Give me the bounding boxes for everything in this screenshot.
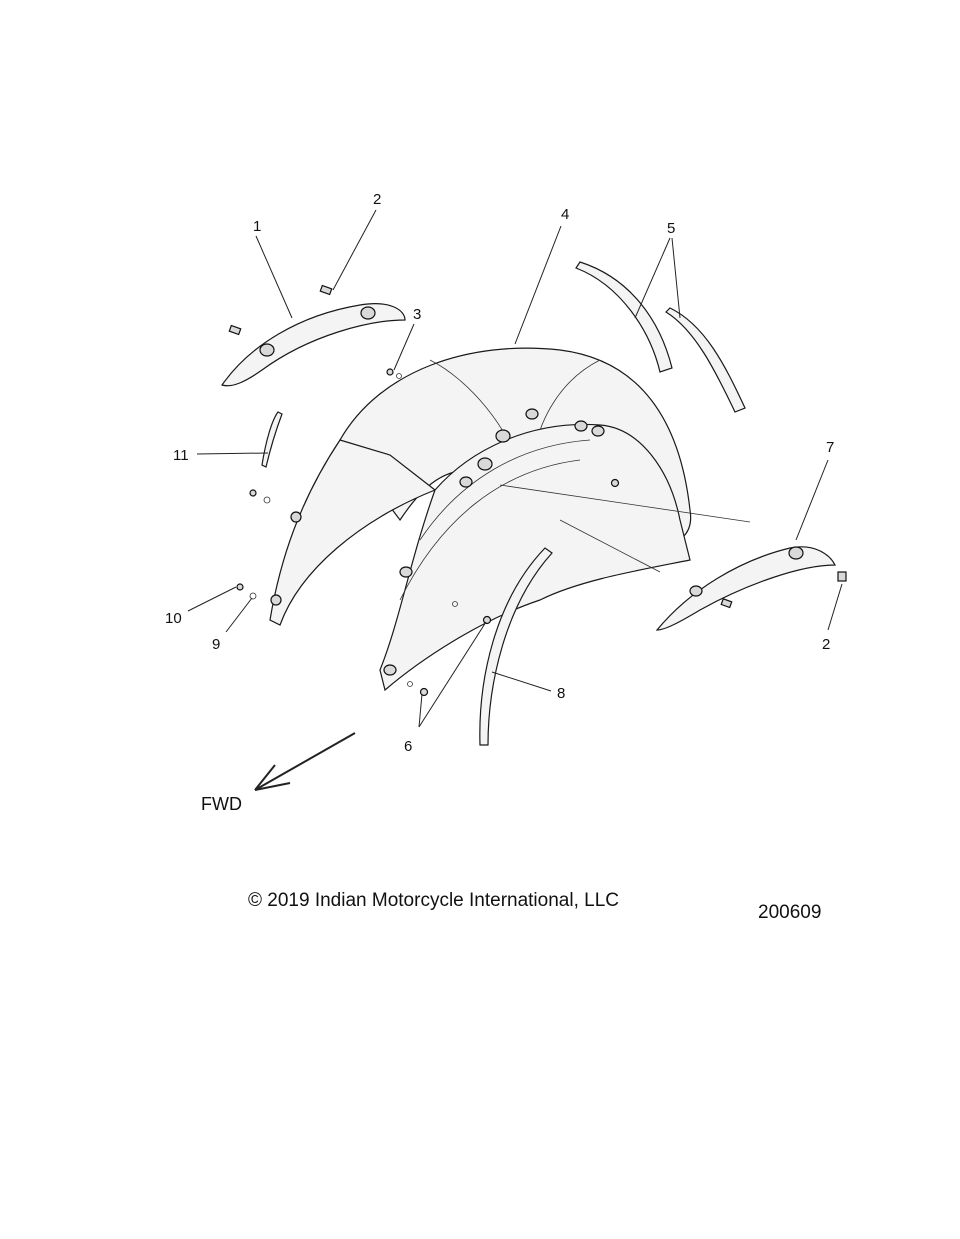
leader-lines	[187, 209, 843, 728]
fwd-label: FWD	[201, 794, 242, 814]
callout-4: 4	[561, 206, 569, 223]
callout-10: 10	[165, 610, 182, 627]
fasteners	[228, 284, 847, 697]
part-7-rail-right	[655, 546, 836, 631]
callout-8: 8	[557, 685, 565, 702]
figure-number: 200609	[758, 902, 822, 923]
forward-arrow-icon	[254, 732, 356, 791]
part-4-fender	[269, 347, 751, 692]
callout-3: 3	[413, 306, 421, 323]
callout-7: 7	[826, 439, 834, 456]
callout-5: 5	[667, 220, 675, 237]
part-1-rail-left	[221, 303, 406, 387]
callout-2: 2	[373, 191, 381, 208]
callout-2-right: 2	[822, 636, 830, 653]
part-5-seal-strips	[575, 261, 746, 413]
callout-1: 1	[253, 218, 261, 235]
copyright-text: © 2019 Indian Motorcycle International, …	[248, 890, 619, 911]
callout-9: 9	[212, 636, 220, 653]
part-8-edge-strip	[479, 547, 553, 746]
part-11-trim	[261, 411, 283, 468]
callout-6: 6	[404, 738, 412, 755]
callout-11: 11	[173, 447, 189, 464]
